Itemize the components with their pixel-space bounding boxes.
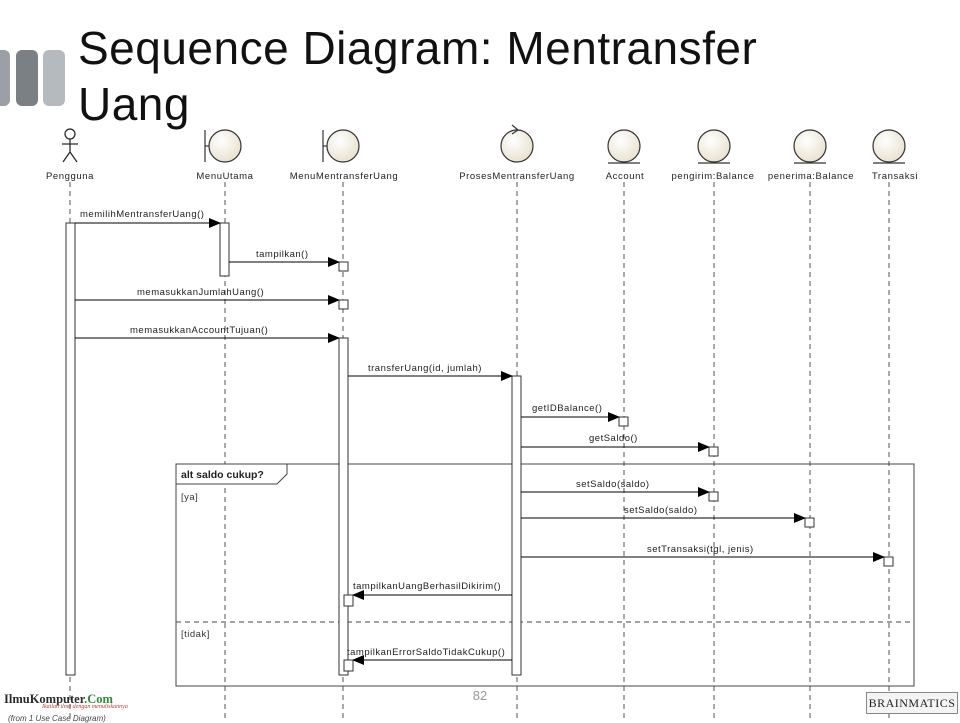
activation-bar: [343, 594, 354, 607]
activation-bar: [338, 337, 349, 676]
activation-bar: [804, 517, 815, 528]
diagram-footnote: (from 1 Use Case Diagram): [8, 714, 106, 723]
decor-bar-1: [0, 50, 10, 106]
lifeline-label: MenuMentransferUang: [290, 171, 399, 182]
activation-bar: [708, 491, 719, 502]
lifeline-label: penerima:Balance: [768, 171, 854, 182]
message-label: transferUang(id, jumlah): [368, 363, 482, 374]
message-label: getSaldo(): [589, 433, 638, 444]
boundary-icon: [322, 129, 360, 163]
activation-bar: [338, 261, 349, 272]
boundary-icon: [204, 129, 242, 163]
activation-bar: [338, 299, 349, 310]
guard-tidak: [tidak]: [181, 629, 210, 640]
lifeline-label: Transaksi: [872, 171, 918, 182]
lifeline-label: Pengguna: [46, 171, 94, 182]
logo-brand: IlmuKomputer: [4, 692, 85, 706]
page-number: 82: [472, 688, 488, 703]
activation-bar: [511, 375, 522, 676]
message-label: tampilkanErrorSaldoTidakCukup(): [347, 647, 505, 658]
slide-title: Sequence Diagram: Mentransfer Uang: [78, 22, 758, 130]
decor-bar-3: [43, 50, 65, 106]
actor-icon: [62, 128, 78, 163]
message-label: setSaldo(saldo): [576, 479, 650, 490]
logo-brand-suffix: .Com: [84, 692, 113, 706]
message-label: getIDBalance(): [532, 403, 602, 414]
lifeline-label: MenuUtama: [196, 171, 253, 182]
lifeline-label: Account: [606, 171, 645, 182]
control-icon: [500, 124, 534, 163]
entity-icon: [697, 129, 731, 164]
activation-bar: [618, 416, 629, 427]
lifeline-label: pengirim:Balance: [671, 171, 754, 182]
message-label: tampilkan(): [256, 249, 309, 260]
message-label: tampilkanUangBerhasilDikirim(): [353, 581, 501, 592]
decor-bar-2: [16, 50, 38, 106]
activation-bar: [343, 659, 354, 672]
message-label: setTransaksi(tgl, jenis): [647, 544, 754, 555]
activation-bar: [708, 446, 719, 457]
guard-ya: [ya]: [181, 492, 198, 503]
message-label: setSaldo(saldo): [624, 505, 698, 516]
message-label: memilihMentransferUang(): [80, 209, 204, 220]
message-label: memasukkanAccountTujuan(): [130, 325, 268, 336]
activation-bar: [65, 222, 76, 676]
logo-tagline: Ikatlah ilmu dengan menuliskannya: [42, 704, 128, 710]
entity-icon: [872, 129, 906, 164]
lifeline-label: ProsesMentransferUang: [459, 171, 575, 182]
activation-bar: [219, 222, 230, 277]
brainmatics-logo: BRAINMATICS: [866, 692, 958, 714]
entity-icon: [793, 129, 827, 164]
fragment-title: alt saldo cukup?: [181, 469, 264, 481]
ilmukomputer-logo: IlmuKomputer.Com Ikatlah ilmu dengan men…: [4, 690, 154, 723]
message-label: memasukkanJumlahUang(): [137, 287, 264, 298]
activation-bar: [883, 556, 894, 567]
entity-icon: [607, 129, 641, 164]
alt-fragment: [175, 463, 915, 687]
